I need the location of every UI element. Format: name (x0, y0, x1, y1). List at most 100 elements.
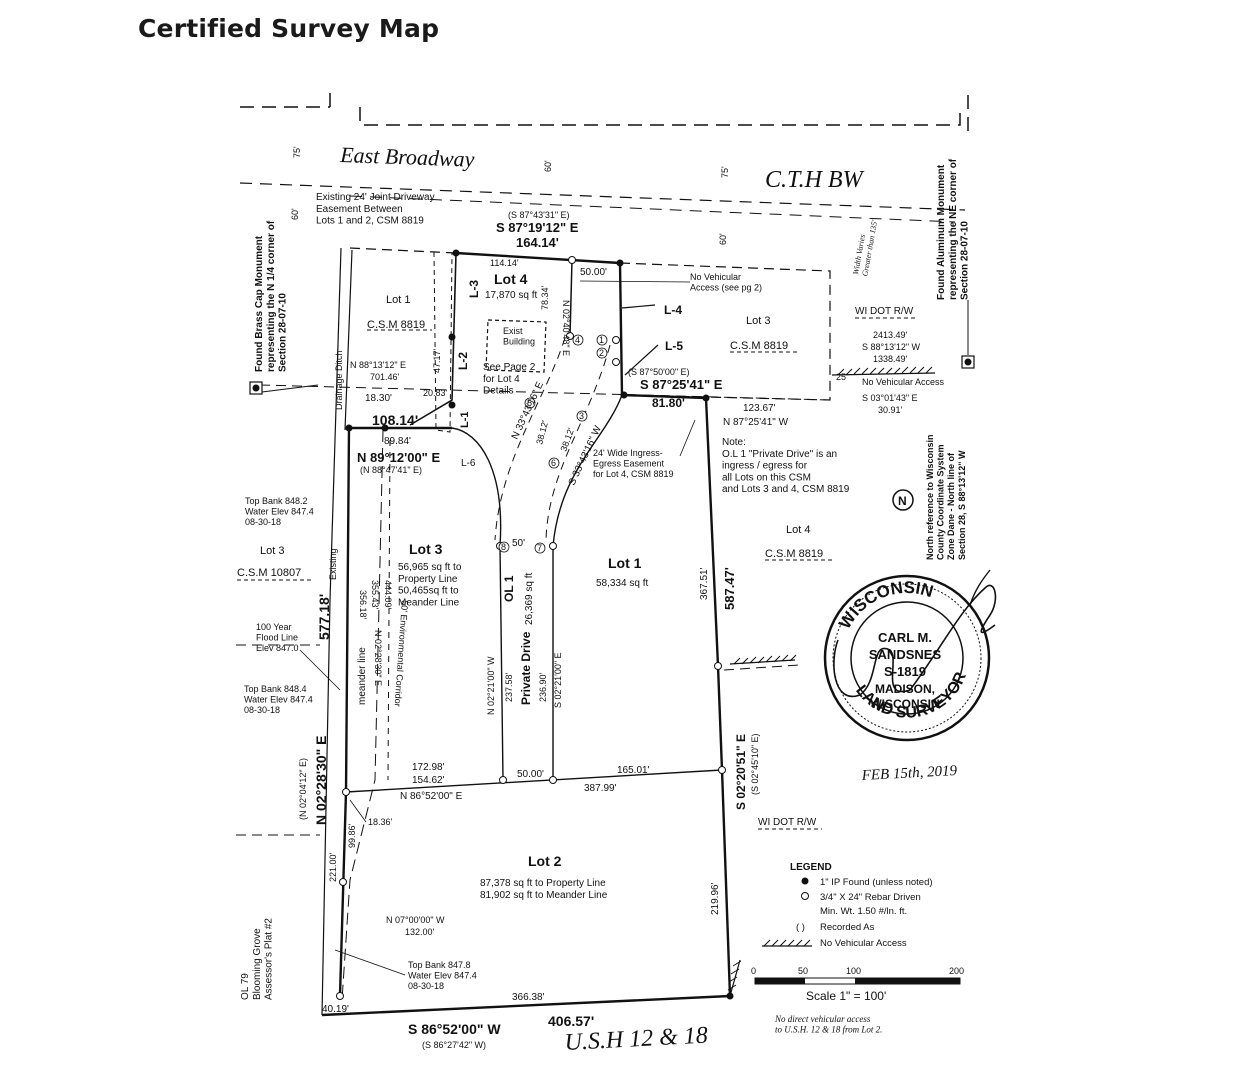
d10814: 108.14' (372, 412, 418, 428)
rebar (718, 766, 726, 774)
lot3-meander: meander line (357, 647, 368, 705)
lot3-csm10807-name: Lot 3 (260, 545, 284, 557)
scale-tick-100: 100 (846, 966, 861, 976)
text-line: Section 28-07-10 (278, 293, 289, 372)
text-line: Flood Line (256, 633, 298, 643)
seal-num: S-1819 (884, 664, 926, 679)
text-line: O.L 1 "Private Drive" is an (722, 449, 837, 460)
text-line: Top Bank 847.8 (408, 960, 471, 970)
text-line: 24' Wide Ingress- (593, 448, 663, 458)
text-line: Top Bank 848.4 (244, 684, 307, 694)
s8725-bearing: S 87°25'41" E (640, 377, 723, 392)
found-ip (452, 249, 460, 257)
row-line-broadway-south (239, 182, 966, 211)
ditch-line-1 (321, 247, 342, 1016)
seal-city: MADISON, (875, 682, 935, 696)
mid-15462: 154.62' (412, 775, 445, 786)
rebar (549, 542, 557, 550)
row-60-a: 60' (543, 160, 553, 172)
north-ref: North reference to WisconsinCounty Coord… (925, 435, 967, 560)
seal-outer (823, 574, 991, 742)
ol1-private-drive: Private Drive (519, 631, 533, 705)
text-line: See Page 2 (483, 362, 536, 373)
d241349: 2413.49' (873, 330, 908, 340)
circled-1: 1 (599, 335, 604, 345)
south-rec: (S 86°27'42" W) (422, 1040, 486, 1050)
width-varies: Width VariesGreater than 135' (851, 217, 879, 277)
text-line: Elev 847.0 (256, 643, 299, 653)
text-line: Water Elev 847.4 (244, 695, 313, 705)
scale-tick-50: 50 (798, 966, 808, 976)
row-60-b: 60' (290, 208, 300, 220)
south-dist: 406.57' (548, 1013, 594, 1029)
circled-numbers: 1 2 3 4 5 6 7 8 (498, 334, 608, 554)
found-ip (448, 401, 456, 409)
lot2-east (720, 769, 732, 997)
wi-dot-row (723, 664, 801, 671)
lot4-4717: 47.17' (432, 348, 442, 373)
text-line: Access (see pg 2) (690, 283, 762, 293)
seal-state: WISCONSIN (870, 697, 939, 711)
ol1-east (552, 394, 623, 780)
scale-bar-fill-2 (855, 978, 960, 984)
lot3-name: Lot 3 (409, 541, 443, 557)
south-boundary (321, 994, 731, 1017)
text-line: Details (483, 386, 514, 397)
legend-rebar (801, 892, 809, 900)
text-line: County Coordinate System (936, 444, 946, 560)
ol1-s0221: S 02°21'00" E (553, 652, 563, 708)
north-line-west (349, 247, 457, 254)
circled-7: 7 (537, 543, 542, 553)
rebar (612, 358, 620, 366)
text-line: 08-30-18 (245, 517, 281, 527)
legend-item-4: Recorded As (820, 922, 875, 933)
seal-date: FEB 15th, 2019 (860, 763, 958, 784)
n8725-bearing: N 87°25'41" W (723, 417, 789, 428)
text-line: to U.S.H. 12 & 18 from Lot 2. (775, 1025, 882, 1035)
found-ip (616, 259, 624, 267)
rebar (568, 256, 576, 264)
ol1-west (451, 427, 504, 781)
legend-title: LEGEND (790, 862, 832, 873)
seal-name-1: CARL M. (878, 630, 932, 645)
text-line: Assessor's Plat #2 (264, 918, 275, 1000)
d12367: 123.67' (743, 403, 776, 414)
legend-item-1: 1" IP Found (unless noted) (820, 877, 933, 888)
existing-label: Existing (328, 548, 338, 580)
road-east-broadway: East Broadway (339, 142, 475, 172)
west-57718: 577.18' (316, 594, 332, 640)
lot3-35543: 355.43' (370, 580, 380, 610)
wi-dot-rw-2: WI DOT R/W (758, 817, 817, 828)
lot4-area: 17,870 sq ft (485, 290, 537, 301)
text-line: Building (503, 337, 535, 347)
text-line: 56,965 sq ft to (398, 562, 462, 573)
text-line: Water Elev 847.4 (408, 971, 477, 981)
row-75-b: 75' (720, 166, 730, 178)
found-ip (702, 394, 710, 402)
mid-17298: 172.98' (412, 762, 445, 773)
legend-paren: ( ) (796, 922, 805, 933)
monument-west-dot (252, 384, 260, 392)
lot4-west (409, 252, 457, 426)
text-line: for Lot 4, CSM 8819 (593, 469, 674, 479)
legend-dot (801, 877, 809, 885)
west-row-1 (236, 644, 320, 836)
west-221: 221.00' (328, 852, 338, 882)
rebar (566, 332, 574, 340)
scale-bar-fill (755, 978, 805, 984)
n88-line (259, 384, 831, 401)
text-line: Exist (503, 326, 523, 336)
found-ip (345, 424, 353, 432)
ol-50: 50' (512, 538, 525, 549)
seal-top-path: WISCONSIN (835, 578, 936, 632)
lot3-44409: 444.09' (383, 580, 393, 610)
label-l2: L-2 (456, 352, 470, 370)
mon-west-leader (261, 384, 319, 393)
